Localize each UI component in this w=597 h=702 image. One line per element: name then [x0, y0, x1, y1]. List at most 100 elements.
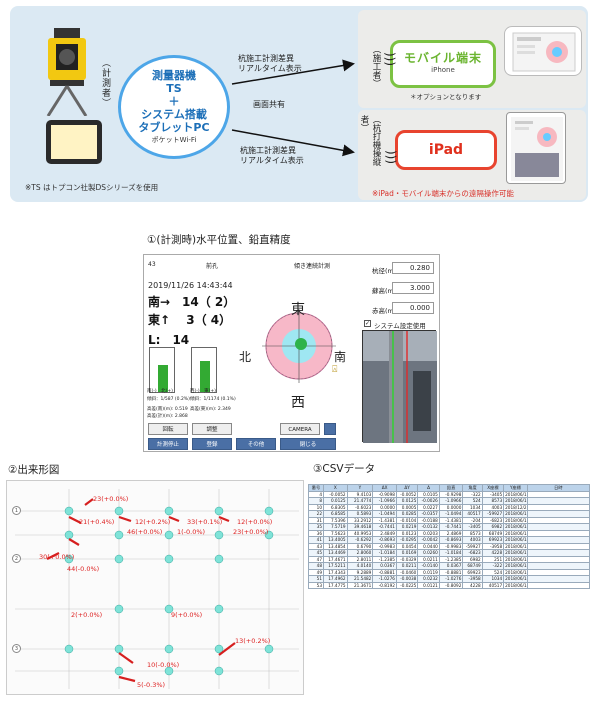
csv-cell [526, 536, 591, 544]
csv-cell: 31 [308, 516, 324, 524]
csv-cell: -0.0357 [417, 510, 440, 518]
csv-cell: 0.0119 [417, 568, 440, 576]
system-checkbox[interactable]: ✓ [364, 320, 371, 327]
csv-cell: 4.0140 [346, 562, 374, 570]
csv-cell: 2018/06/14 15:29:00 [503, 536, 528, 544]
camera-toggle[interactable] [324, 423, 336, 435]
csv-cell: 2018/06/14 14:07:00 [503, 542, 528, 550]
csv-cell: 45 [308, 549, 324, 557]
gauge-caption: 傾斜：1/1174 (0.1%) [190, 397, 236, 402]
stop-measure-button[interactable]: 計測停止 [148, 438, 188, 450]
section1-title: ①(計測時)水平位置、鉛直精度 [147, 234, 291, 246]
grid-marker: 2 [12, 554, 21, 563]
csv-cell: -0.0132 [417, 523, 440, 531]
core-line: システム搭載 [141, 108, 207, 121]
ts-note: ※TS はトプコン社製DSシリーズを使用 [25, 183, 159, 192]
field-label: 蘇高(m): [372, 287, 399, 295]
core-line: タブレットPC [138, 121, 210, 134]
csv-cell: 51 [308, 575, 324, 583]
csv-cell: 2018/12/21 10:22:00 [503, 503, 528, 511]
csv-cell: 6982 [481, 523, 505, 531]
mobile-title: モバイル端末 [403, 51, 482, 65]
csv-cell [526, 581, 591, 589]
flow-bot-label: 杭施工計測差異 リアルタイム表示 [240, 146, 304, 166]
gauge-foot: 西(-) 東(+) [190, 389, 216, 394]
csv-cell: -0.0295 [395, 536, 419, 544]
pile-label: 5(-0.3%) [137, 681, 166, 689]
pile-label: 30(+0.0%) [39, 553, 75, 561]
pile-driver-tag: （杭打機操縦者） [359, 115, 381, 166]
field-red-height[interactable]: 0.000 [392, 302, 434, 314]
csv-cell [526, 542, 591, 550]
field-diameter[interactable]: 0.280 [392, 262, 434, 274]
csv-cell: 2018/06/14 11:07:00 [503, 562, 528, 570]
pile-label: 33(+0.1%) [187, 518, 223, 526]
csv-cell [526, 516, 591, 524]
csv-cell: 0.0232 [417, 575, 440, 583]
csv-cell: 0.0260 [417, 549, 440, 557]
pile-label: 9(+0.0%) [171, 611, 203, 619]
csv-cell: 48 [308, 562, 324, 570]
mode-left: 前孔 [206, 263, 219, 270]
pile-label: 2(+0.0%) [71, 611, 103, 619]
csv-cell: 1034 [481, 575, 505, 583]
other-button[interactable]: その他 [236, 438, 276, 450]
adjust-button[interactable]: 調整 [192, 423, 232, 435]
flow-text: 杭施工計測差異 [238, 54, 294, 63]
ipad-title: iPad [428, 142, 464, 158]
csv-cell: -59927 [462, 542, 483, 550]
gauge-caption: 傾斜：1/587 (0.2%) [147, 397, 190, 402]
field-height[interactable]: 3.000 [392, 282, 434, 294]
flow-arrows [231, 59, 355, 157]
compass-east: 東 [291, 302, 305, 318]
flow-text: リアルタイム表示 [238, 64, 302, 73]
csv-cell: -0.0052 [395, 490, 419, 498]
csv-cell: 251 [481, 555, 505, 563]
csv-cell [526, 523, 591, 531]
rotate-button[interactable]: 回転 [148, 423, 188, 435]
csv-cell: 0.6790 [346, 542, 374, 550]
option-note: ＊オプションとなります [410, 93, 482, 101]
csv-cell: -3958 [481, 542, 505, 550]
csv-cell: 53 [308, 581, 324, 589]
camera-button[interactable]: CAMERA [280, 423, 320, 435]
east-value: 東↑ 3（ 4） [148, 313, 232, 327]
csv-cell: 39.4618 [346, 523, 374, 531]
tablet-pc-image [46, 120, 102, 164]
register-button[interactable]: 登録 [192, 438, 232, 450]
tilt-gauge-ew [191, 347, 217, 393]
csv-cell: 35 [308, 523, 324, 531]
csv-cell [526, 510, 591, 518]
stat: 高差(計)(m): 2.868 [147, 414, 188, 419]
compass-target [262, 309, 336, 383]
csv-cell: 68749 [481, 529, 505, 537]
screen-id: 43 [148, 261, 156, 268]
flow-top-label: 杭施工計測差異 リアルタイム表示 [238, 54, 302, 74]
compass-south: 南 [334, 350, 347, 364]
surveyor-tag: （計測者） [100, 58, 110, 108]
csv-cell: 69923 [481, 536, 505, 544]
csv-cell: -0.0329 [395, 555, 419, 563]
tilt-fill-ns [158, 364, 168, 392]
csv-cell: -0.0460 [395, 568, 419, 576]
csv-cell: 0.0121 [417, 581, 440, 589]
csv-cell: -0.0104 [395, 516, 419, 524]
csv-cell: 2018/06/14 15:20:00 [503, 523, 528, 531]
core-sub: ポケットWi-Fi [151, 136, 197, 144]
close-button[interactable]: 閉じる [280, 438, 336, 450]
datetime: 2019/11/26 14:43:44 [148, 281, 233, 290]
csv-cell: -322 [481, 562, 505, 570]
ipad-box: iPad [395, 130, 497, 170]
core-line: 測量器機 [152, 69, 196, 82]
pile-label: 12(+0.0%) [237, 518, 273, 526]
csv-cell: 4228 [462, 581, 483, 589]
stat: 高差(南)(m): 0.519 [147, 407, 188, 412]
csv-cell: 2018/06/14 15:23:00 [503, 555, 528, 563]
south-value: 南→ 14（ 2） [148, 295, 236, 309]
